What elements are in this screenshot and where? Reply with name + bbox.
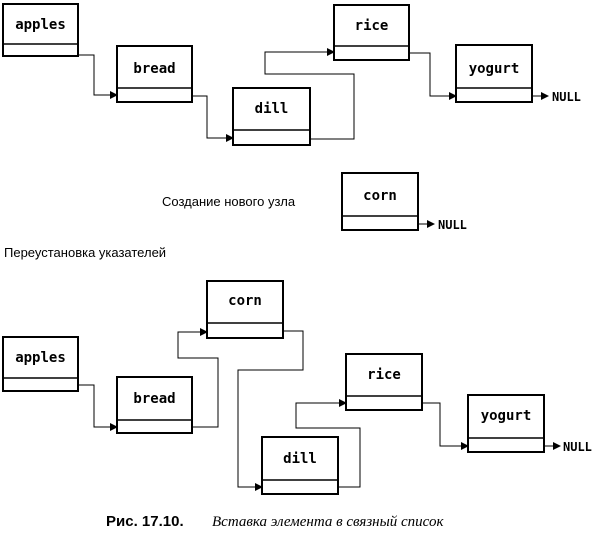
node-corn-new: corn xyxy=(341,172,419,231)
node-yogurt: yogurt xyxy=(455,44,533,103)
node-label: yogurt xyxy=(469,61,520,77)
pointer-rice-yogurt xyxy=(409,52,457,100)
pointer-dill-rice xyxy=(295,399,361,488)
node-label: apples xyxy=(15,17,66,33)
top-list: apples bread dill rice yogurt xyxy=(2,3,581,146)
pointer-dill-rice xyxy=(264,48,355,140)
node-label: bread xyxy=(133,61,175,77)
node-label: corn xyxy=(363,188,397,204)
relink-list: apples bread corn dill rice xyxy=(2,280,592,495)
node-yogurt: yogurt xyxy=(467,394,545,453)
node-label: apples xyxy=(15,350,66,366)
null-label: NULL xyxy=(563,440,592,454)
node-corn: corn xyxy=(206,280,284,339)
node-label: yogurt xyxy=(481,408,532,424)
figure-number: Рис. 17.10. xyxy=(106,513,184,530)
node-dill: dill xyxy=(261,436,339,495)
pointer-apples-bread xyxy=(78,384,118,431)
relink-caption: Переустановка указателей xyxy=(4,245,166,260)
node-apples: apples xyxy=(2,3,79,57)
new-node-section: Создание нового узла corn NULL xyxy=(162,172,467,232)
pointer-apples-bread xyxy=(78,54,118,99)
pointer-bread-corn xyxy=(177,328,219,428)
node-label: bread xyxy=(133,391,175,407)
pointer-corn-dill xyxy=(237,330,304,491)
new-node-caption: Создание нового узла xyxy=(162,194,296,209)
pointer-bread-dill xyxy=(192,95,234,142)
figure-title: Вставка элемента в связный список xyxy=(212,514,444,530)
null-label: NULL xyxy=(552,90,581,104)
node-label: corn xyxy=(228,293,262,309)
pointer-rice-yogurt xyxy=(422,402,469,450)
node-dill: dill xyxy=(232,87,311,146)
node-rice: rice xyxy=(333,4,410,61)
node-label: rice xyxy=(367,367,401,383)
node-label: rice xyxy=(355,18,389,34)
node-bread: bread xyxy=(116,45,193,103)
node-bread: bread xyxy=(116,376,193,434)
node-rice: rice xyxy=(345,353,423,411)
figure-caption: Рис. 17.10. Вставка элемента в связный с… xyxy=(106,513,444,530)
null-label: NULL xyxy=(438,218,467,232)
node-label: dill xyxy=(255,101,289,117)
node-apples: apples xyxy=(2,336,79,392)
node-label: dill xyxy=(283,451,317,467)
